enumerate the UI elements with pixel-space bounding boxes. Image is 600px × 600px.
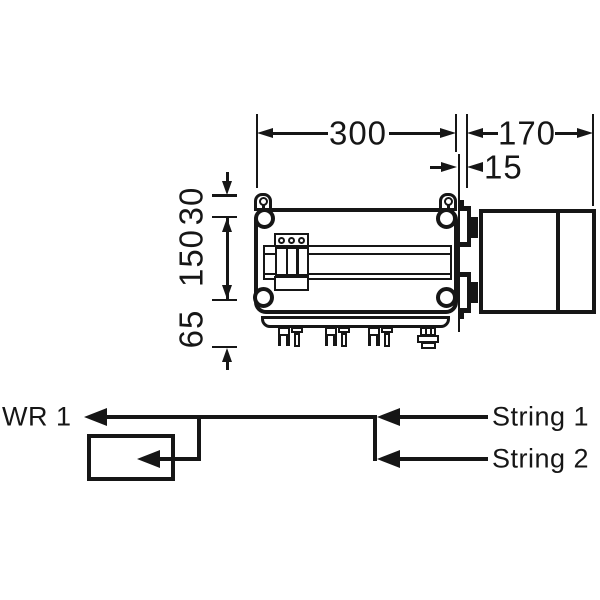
string1-label: String 1 <box>492 401 590 432</box>
wall-bracket-bottom-bar <box>466 272 471 313</box>
mc4-male-1-stem <box>294 332 300 347</box>
offset-dimension-label: 15 <box>484 148 523 186</box>
string2-arrow-icon <box>377 449 400 468</box>
wall-bracket-bottom-nub <box>460 308 468 313</box>
width-dimension-label: 300 <box>328 114 388 152</box>
cable-gland-tail <box>420 341 436 349</box>
depth-dimension-label: 170 <box>497 114 557 152</box>
top-section-arrow-down-icon <box>222 181 232 195</box>
tap-vertical-line <box>197 415 201 461</box>
wall-bracket-top-bar <box>466 206 471 247</box>
spd-terminal-screw-3-icon <box>298 237 305 244</box>
offset-arrow-right-icon <box>467 162 483 172</box>
tick-lug-top <box>212 194 237 197</box>
cable-gland-rib-1 <box>425 329 427 334</box>
junction-vertical-line <box>373 415 377 461</box>
wall-bracket-top-spacer <box>471 217 478 238</box>
mc4-female-3-leg-right <box>376 335 380 346</box>
spd-body <box>275 247 309 276</box>
wall-bracket-top-nub <box>460 206 468 211</box>
keyhole-left-slot-icon <box>262 203 265 208</box>
width-dim-line-right <box>389 132 441 135</box>
extension-line-offset-right <box>466 114 468 188</box>
mc4-female-1-leg-left <box>277 335 281 346</box>
spd-base <box>274 275 309 291</box>
tick-connector-bottom <box>212 345 237 348</box>
width-dim-line-left <box>271 132 328 135</box>
main-bus-line <box>105 415 376 419</box>
bottom-flange <box>261 316 450 328</box>
spd-pole-divider-1 <box>285 247 288 276</box>
din-rail <box>263 245 452 280</box>
extension-line-depth-right <box>592 114 594 206</box>
wall-bracket-top-uptick <box>460 200 464 211</box>
mc4-female-1-leg-right <box>286 335 290 346</box>
mc4-male-3-wings <box>381 327 393 333</box>
top-section-tail <box>226 172 229 182</box>
cover-screw-bottom-left-icon <box>253 287 274 308</box>
mc4-female-2 <box>324 327 337 336</box>
extension-line-offset-left <box>458 154 460 332</box>
side-enclosure-body <box>479 209 596 314</box>
mc4-female-2-leg-right <box>333 335 337 346</box>
depth-arrow-left-icon <box>467 128 483 138</box>
inverter-label: WR 1 <box>2 401 72 432</box>
tick-box-bottom <box>212 298 237 301</box>
cover-screw-top-right-icon <box>436 208 457 229</box>
mc4-male-1-wings <box>291 327 303 333</box>
depth-arrow-right-icon <box>577 128 593 138</box>
string2-line <box>398 457 488 461</box>
cable-gland-rib-2 <box>429 329 432 334</box>
string2-label: String 2 <box>492 443 590 474</box>
cover-screw-top-left-icon <box>254 208 275 229</box>
offset-arrow-left-icon <box>441 162 457 172</box>
mc4-female-2-leg-left <box>324 335 328 346</box>
wall-bracket-bottom-spacer <box>471 282 478 303</box>
middle-section-arrow-down-icon <box>222 285 232 299</box>
mc4-male-2-stem <box>340 332 347 347</box>
middle-section-dim-line <box>226 218 229 299</box>
middle-section-label: 150 <box>172 228 210 288</box>
extension-line-width-right <box>455 114 457 152</box>
bottom-section-label: 65 <box>172 309 210 348</box>
offset-dim-tail-left <box>430 166 443 169</box>
extension-line-width-left <box>256 114 258 188</box>
mc4-male-2-wings <box>337 327 350 333</box>
wall-bracket-bottom-foot <box>460 272 468 277</box>
mc4-male-3-stem <box>384 332 390 347</box>
device-arrow-icon <box>137 449 160 468</box>
din-rail-inner-lines <box>263 252 452 275</box>
width-arrow-left-icon <box>257 128 273 138</box>
mc4-female-3-leg-left <box>367 335 371 346</box>
depth-dim-line-right <box>555 132 579 135</box>
mc4-female-1 <box>277 327 290 336</box>
tick-box-top <box>212 215 237 218</box>
depth-dim-line-left <box>482 132 498 135</box>
string1-arrow-icon <box>377 407 400 426</box>
string1-line <box>398 415 488 419</box>
wall-bracket-top-foot <box>460 242 468 247</box>
mc4-female-3 <box>367 327 380 336</box>
top-section-label: 30 <box>172 186 210 225</box>
bottom-section-arrow-up-icon <box>222 348 232 362</box>
width-arrow-right-icon <box>440 128 456 138</box>
bottom-section-tail <box>226 361 229 370</box>
inverter-arrow-icon <box>84 407 107 426</box>
spd-terminal-screw-1-icon <box>278 237 285 244</box>
side-cover-divider <box>556 209 560 314</box>
spd-terminal-screw-2-icon <box>288 237 295 244</box>
wall-bracket-bottom-downtick <box>460 308 464 319</box>
cover-screw-bottom-right-icon <box>436 287 457 308</box>
spd-pole-divider-2 <box>296 247 299 276</box>
keyhole-right-slot-icon <box>447 203 450 208</box>
device-feed-line <box>159 457 201 461</box>
